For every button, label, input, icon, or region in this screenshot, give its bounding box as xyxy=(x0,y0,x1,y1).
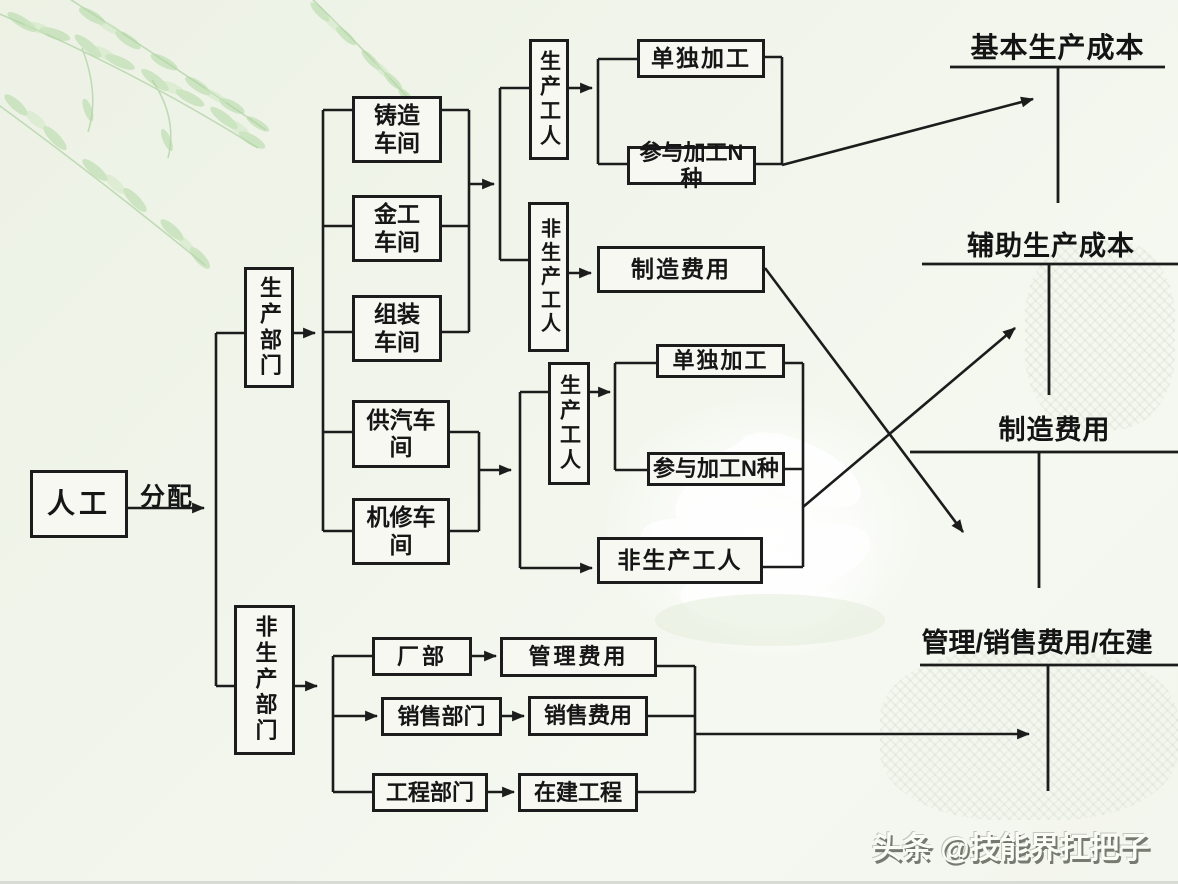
node-sales-department: 销售部门 xyxy=(381,697,502,736)
taccount-basic-production-cost: 基本生产成本 xyxy=(970,32,1145,63)
node-factory-headquarters: 厂部 xyxy=(372,637,472,676)
node-selling-expense: 销售费用 xyxy=(528,696,648,736)
node-non-production-dept: 非生产部门 xyxy=(234,605,295,755)
node-labor: 人工 xyxy=(30,470,128,538)
node-casting-workshop: 铸造 车间 xyxy=(352,96,442,163)
node-production-dept: 生产部门 xyxy=(244,267,294,388)
taccount-auxiliary-production-cost: 辅助生产成本 xyxy=(967,231,1135,261)
node-non-production-workers-aux: 非生产工人 xyxy=(597,537,763,584)
node-construction-in-progress: 在建工程 xyxy=(518,773,638,812)
node-separate-processing-main: 单独加工 xyxy=(637,39,765,78)
watermark: 头条 @技能界扛把子 xyxy=(872,832,1150,865)
node-joint-processing-aux: 参与加工N种 xyxy=(647,452,785,486)
node-steam-supply-workshop: 供汽车 间 xyxy=(352,400,450,468)
node-engineering-department: 工程部门 xyxy=(372,773,488,812)
node-administrative-expense: 管理费用 xyxy=(500,637,657,677)
texture-patch-top xyxy=(1025,240,1175,430)
node-metalworking-workshop: 金工 车间 xyxy=(352,195,442,262)
bottom-strip xyxy=(0,881,1178,884)
node-separate-processing-aux: 单独加工 xyxy=(656,344,785,378)
taccount-admin-selling-construction: 管理/销售费用/在建 xyxy=(921,628,1153,658)
node-production-workers-main: 生产工人 xyxy=(529,39,569,160)
node-assembly-workshop: 组装 车间 xyxy=(352,295,442,362)
node-non-production-workers-main: 非生产工人 xyxy=(528,202,569,352)
allocation-label: 分配 xyxy=(140,483,195,511)
node-production-workers-aux: 生产工人 xyxy=(548,362,590,485)
taccount-manufacturing-overhead: 制造费用 xyxy=(998,415,1111,445)
texture-patch-bottom xyxy=(880,650,1178,820)
node-joint-processing-main: 参与加工N种 xyxy=(627,140,756,191)
node-machine-repair-workshop: 机修车 间 xyxy=(352,498,450,565)
node-manufacturing-overhead-source: 制造费用 xyxy=(597,246,765,293)
